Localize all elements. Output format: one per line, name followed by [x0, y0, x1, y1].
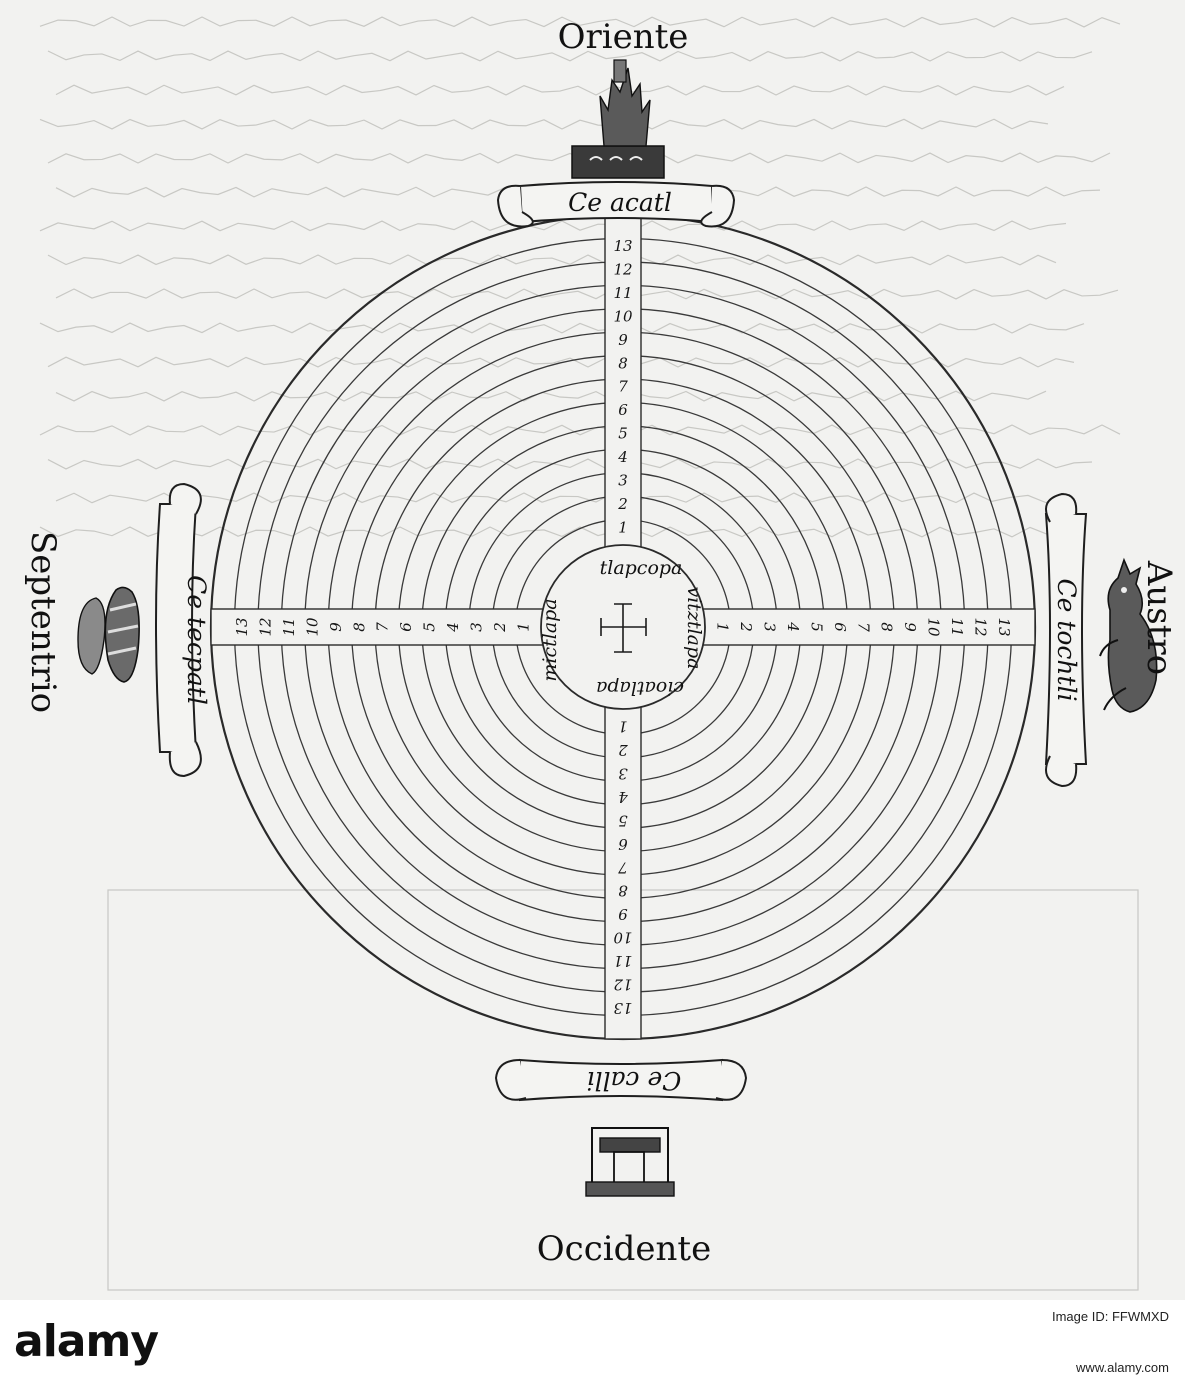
spoke-number-left: 7 — [374, 622, 392, 632]
spoke-number-up: 7 — [618, 378, 628, 396]
spoke-number-left: 9 — [327, 622, 345, 632]
spoke-number-right: 3 — [761, 622, 779, 632]
bleed-line — [39, 118, 1049, 130]
spoke-number-down: 11 — [613, 952, 632, 970]
spoke-number-right: 6 — [831, 622, 849, 632]
house-glyph-icon — [585, 1127, 675, 1197]
spoke-number-up: 9 — [618, 331, 628, 349]
spoke-number-up: 1 — [618, 518, 628, 536]
spoke-number-down: 3 — [618, 765, 628, 783]
spoke-number-right: 9 — [901, 622, 919, 632]
scroll-top-label: Ce acatl — [568, 188, 672, 217]
spoke-number-down: 7 — [618, 858, 628, 876]
spoke-number-down: 10 — [613, 929, 633, 947]
spoke-number-right: 4 — [784, 621, 802, 632]
bleed-line — [39, 16, 1121, 28]
bleed-line — [55, 390, 1047, 402]
center-label-left: mictlapa — [539, 598, 561, 681]
spoke-number-left: 11 — [280, 617, 298, 636]
bleed-line — [47, 254, 1057, 266]
direction-south-label: Austro — [1139, 560, 1179, 675]
spoke-number-right: 2 — [737, 621, 755, 632]
spoke-number-up: 13 — [613, 237, 632, 255]
spoke-number-left: 2 — [491, 622, 509, 633]
spoke-number-left: 5 — [421, 622, 439, 632]
spoke-number-down: 6 — [618, 835, 628, 853]
center-label-bottom: cioatlapa — [596, 677, 684, 699]
bleed-through-writing — [39, 16, 1121, 538]
reed-glyph-icon — [571, 59, 665, 179]
center-label-right: vitztlapa — [683, 587, 705, 670]
spoke-number-left: 1 — [514, 622, 532, 632]
spoke-number-up: 11 — [613, 284, 632, 302]
bleed-line — [55, 288, 1119, 300]
spoke-number-right: 13 — [995, 617, 1013, 636]
spoke-number-left: 10 — [303, 617, 321, 637]
spoke-number-right: 1 — [714, 622, 732, 632]
spoke-number-up: 12 — [613, 261, 632, 279]
spoke-number-right: 10 — [925, 617, 943, 637]
scroll-right: Ce tochtli — [1044, 492, 1088, 788]
spoke-number-up: 6 — [618, 401, 628, 419]
spoke-number-down: 8 — [618, 882, 628, 900]
spoke-number-up: 8 — [618, 354, 628, 372]
alamy-logo: alamy — [14, 1316, 159, 1367]
bleed-line — [47, 458, 1093, 470]
flint-glyph-icon — [77, 586, 140, 683]
center-label-top: tlapcopa — [600, 557, 683, 579]
spoke-number-right: 5 — [807, 622, 825, 632]
spoke-number-left: 6 — [397, 622, 415, 632]
spoke-number-down: 12 — [613, 975, 632, 993]
center-cross-icon — [600, 603, 647, 653]
rabbit-glyph-icon — [1099, 557, 1158, 713]
spoke-number-left: 12 — [257, 617, 275, 636]
bleed-line — [47, 50, 1093, 62]
spoke-number-left: 3 — [467, 622, 485, 632]
bleed-line — [39, 526, 1049, 538]
spoke-number-up: 4 — [617, 448, 628, 466]
direction-east-label: Oriente — [558, 17, 689, 57]
spoke-number-down: 2 — [618, 741, 629, 759]
spoke-numbers: 1234567891011121312345678910111213123456… — [233, 237, 1013, 1017]
scroll-left: Ce tecpatl — [155, 482, 211, 778]
spoke-number-down: 13 — [613, 999, 632, 1017]
direction-west-label: Occidente — [537, 1229, 711, 1269]
spoke-number-up: 10 — [613, 307, 633, 325]
scroll-right-label: Ce tochtli — [1052, 578, 1081, 701]
image-id-label: Image ID: FFWMXD — [1051, 1309, 1169, 1324]
spoke-number-left: 13 — [233, 617, 251, 636]
spoke-number-down: 1 — [618, 718, 628, 736]
scroll-left-label: Ce tecpatl — [182, 575, 211, 705]
spoke-number-down: 4 — [618, 788, 629, 806]
scroll-bottom-label: Ce calli — [587, 1066, 682, 1095]
bleed-line — [47, 356, 1075, 368]
watermark-banner — [0, 1300, 1185, 1390]
spoke-number-left: 4 — [444, 622, 462, 633]
spoke-number-up: 5 — [618, 425, 628, 443]
spoke-number-up: 2 — [617, 495, 628, 513]
spoke-number-left: 8 — [350, 622, 368, 632]
spoke-number-up: 3 — [618, 471, 628, 489]
spoke-number-right: 7 — [854, 622, 872, 632]
bleed-line — [39, 322, 1085, 334]
bleed-line — [55, 492, 1065, 504]
bleed-line — [39, 424, 1121, 436]
spoke-number-right: 11 — [948, 617, 966, 636]
direction-north-label: Septentrio — [23, 531, 63, 713]
spoke-number-right: 8 — [878, 622, 896, 632]
scroll-bottom: Ce calli — [494, 1058, 748, 1102]
bleed-line — [39, 220, 1067, 232]
spoke-number-down: 5 — [618, 811, 628, 829]
calendar-wheel-diagram: 1234567891011121312345678910111213123456… — [23, 16, 1179, 1291]
alamy-url: www.alamy.com — [1076, 1360, 1169, 1375]
spoke-number-down: 9 — [618, 905, 628, 923]
bleed-line — [55, 84, 1065, 96]
scroll-top: Ce acatl — [496, 181, 736, 228]
spoke-number-right: 12 — [971, 617, 989, 636]
